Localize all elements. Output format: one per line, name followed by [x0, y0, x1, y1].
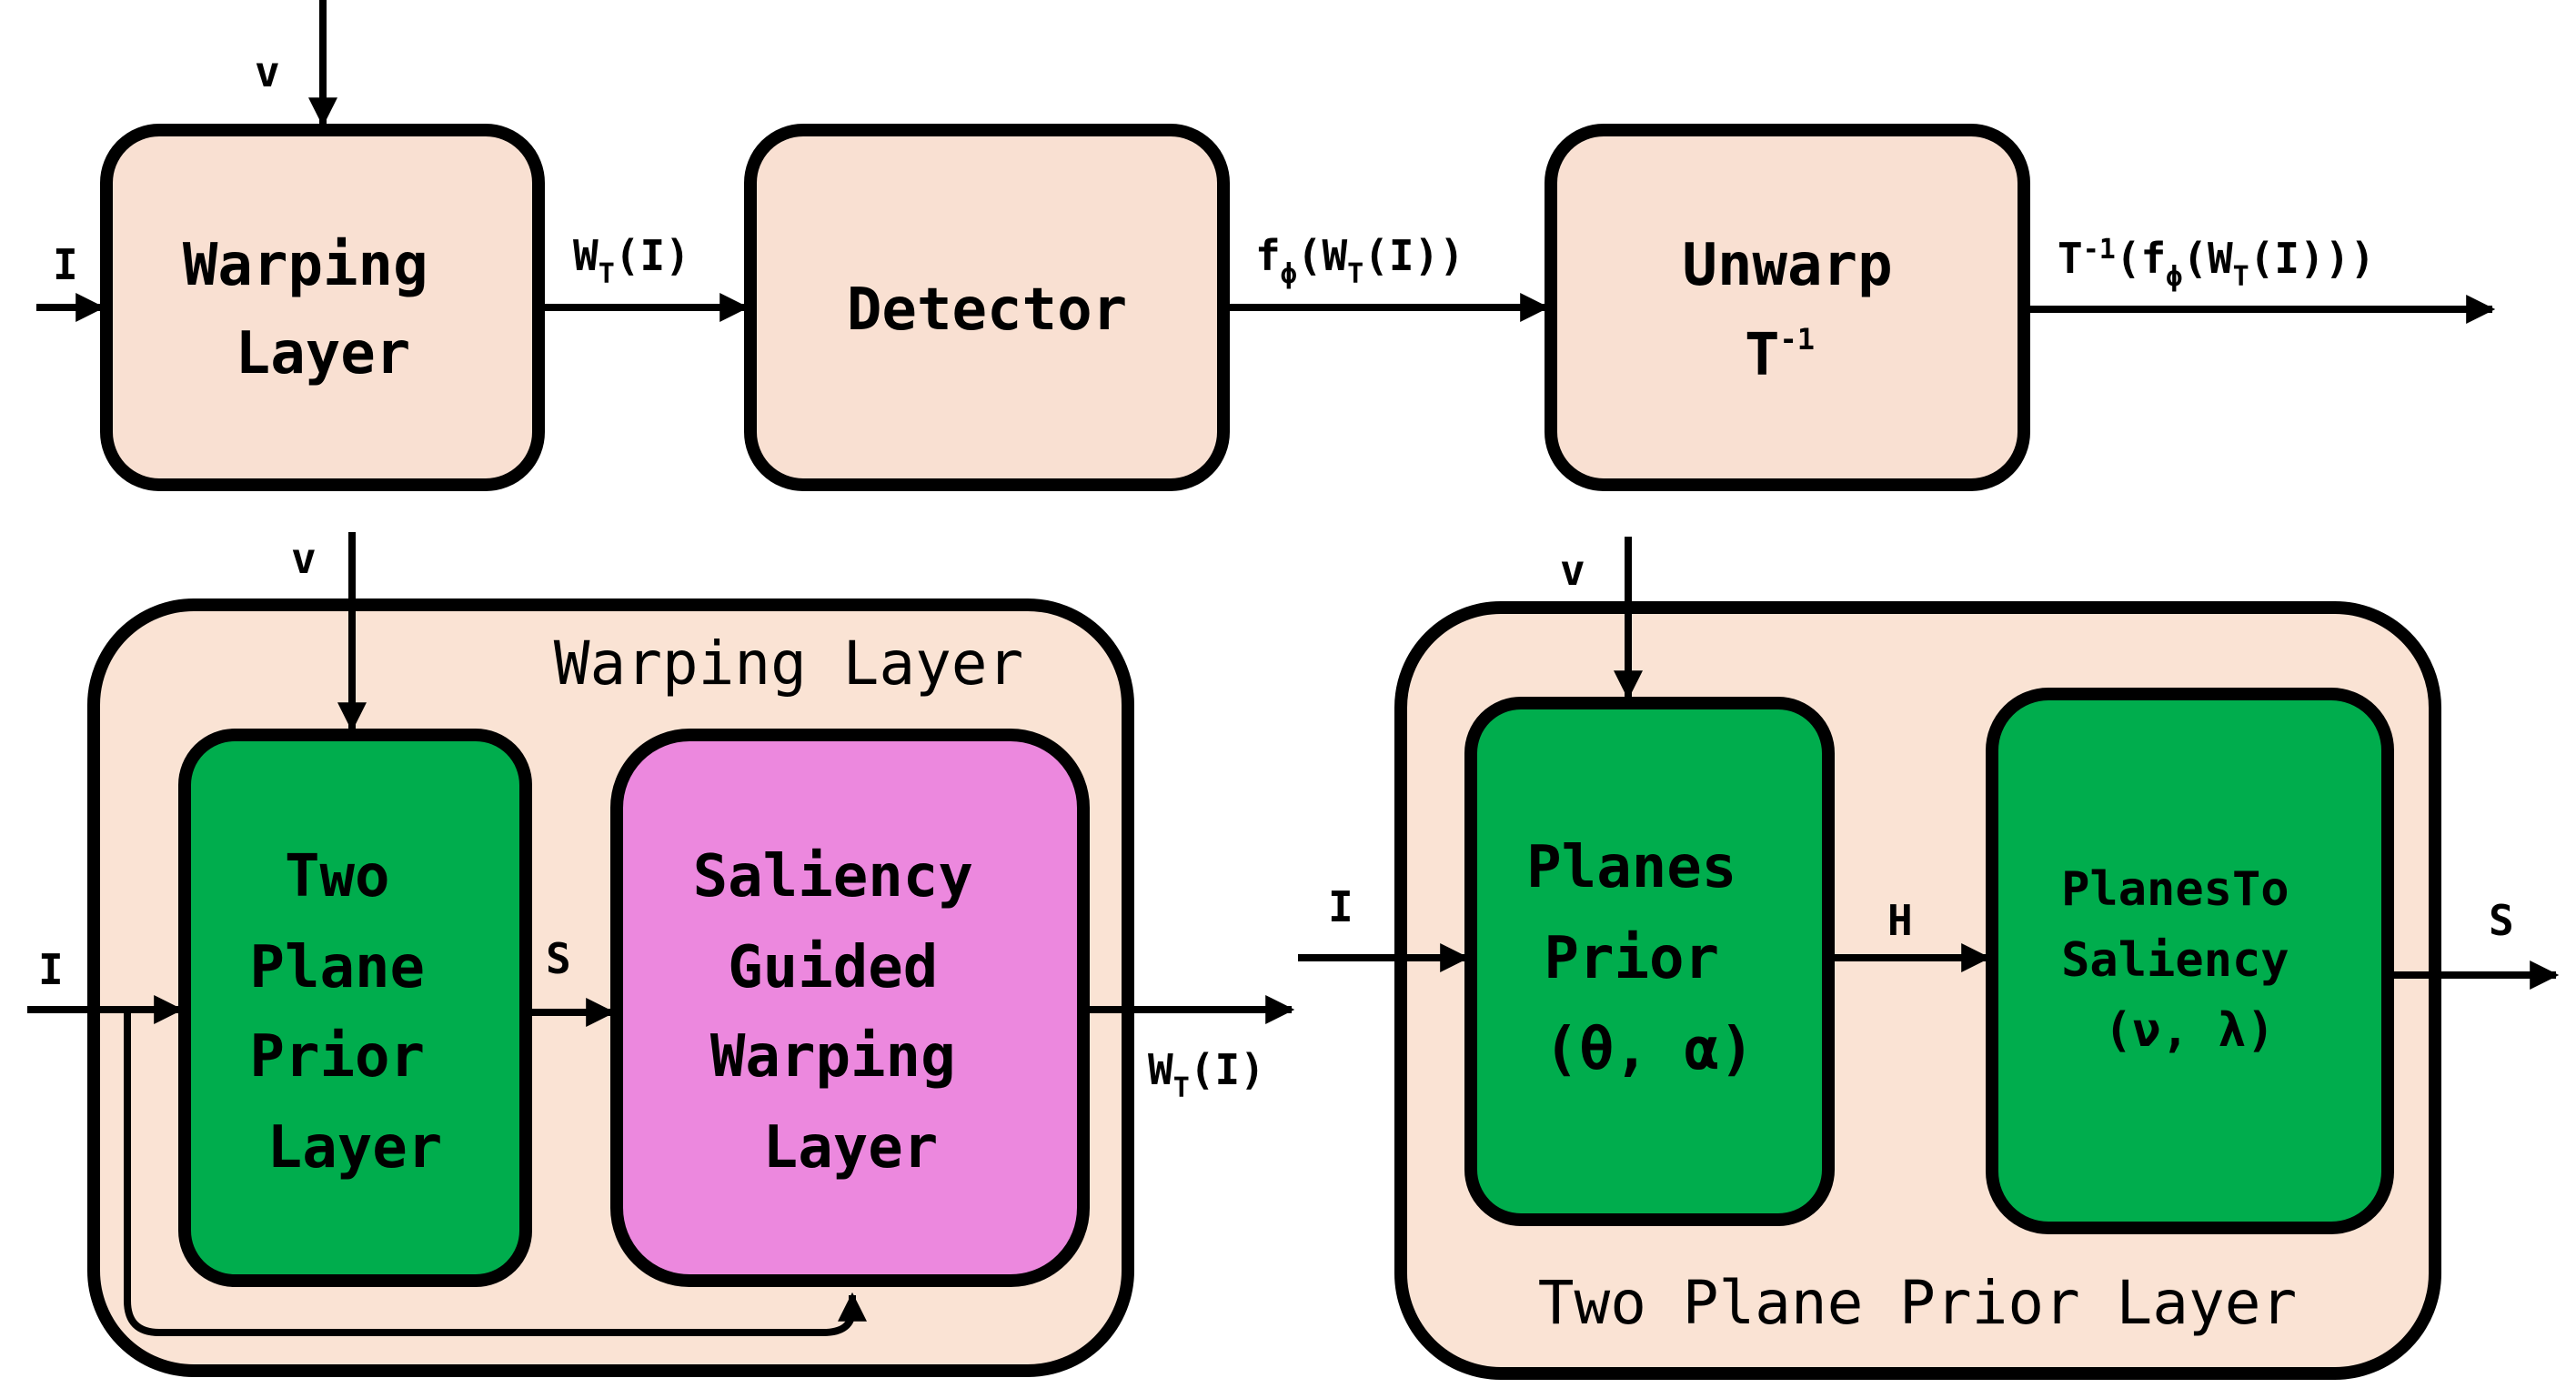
- wt-signal-label: WT(I): [573, 231, 690, 290]
- unwarp-block[interactable]: [1545, 124, 2030, 491]
- two-plane-prior-block[interactable]: [178, 729, 532, 1287]
- warping-layer-block[interactable]: [100, 124, 545, 491]
- detail-i-bypass-arrow: [124, 1010, 867, 1336]
- detail-output-label: WT(I): [1148, 1045, 1265, 1104]
- prior-h-label: H: [1887, 896, 1913, 945]
- planes-to-saliency-block[interactable]: [1986, 688, 2394, 1234]
- prior-v-label: v: [1560, 546, 1585, 595]
- planes-to-saliency-text: PlanesTo Saliency (ν, λ): [2061, 862, 2318, 1058]
- unwarp-text: Unwarp: [1682, 232, 1892, 299]
- detail-i-label: I: [38, 945, 64, 994]
- two-plane-prior-detail: Two Plane Prior Layer v I H S Planes Pri…: [1298, 537, 2560, 1380]
- saliency-guided-warping-text: Saliency Guided Warping Layer: [693, 843, 1009, 1182]
- f-signal-label: fϕ(WT(I)): [1255, 231, 1464, 290]
- top-i-label: I: [53, 240, 78, 289]
- warping-layer-text: Warping Layer: [183, 232, 463, 387]
- detail-s-label: S: [546, 934, 571, 983]
- top-v-label: v: [255, 47, 280, 96]
- warping-layer-title: Warping Layer: [554, 629, 1024, 699]
- saliency-guided-warping-block[interactable]: [610, 729, 1090, 1287]
- unwarp-inverse-text: T-1: [1745, 322, 1815, 389]
- two-plane-prior-title: Two Plane Prior Layer: [1538, 1268, 2297, 1338]
- two-plane-prior-text: Two Plane Prior Layer: [249, 843, 459, 1182]
- detector-text: Detector: [847, 277, 1127, 344]
- warping-layer-detail: Warping Layer v I S WT(I) Two Plane Prio…: [27, 532, 1295, 1377]
- prior-i-label: I: [1328, 882, 1353, 931]
- top-pipeline: v I Warping Layer Detector Unwarp T-1 WT…: [36, 0, 2496, 491]
- prior-s-output-label: S: [2489, 896, 2514, 945]
- planes-prior-text: Planes Prior (θ, α): [1526, 834, 1772, 1083]
- detail-v-label: v: [291, 534, 317, 583]
- output-signal-label: T-1(fϕ(WT(I))): [2058, 234, 2375, 293]
